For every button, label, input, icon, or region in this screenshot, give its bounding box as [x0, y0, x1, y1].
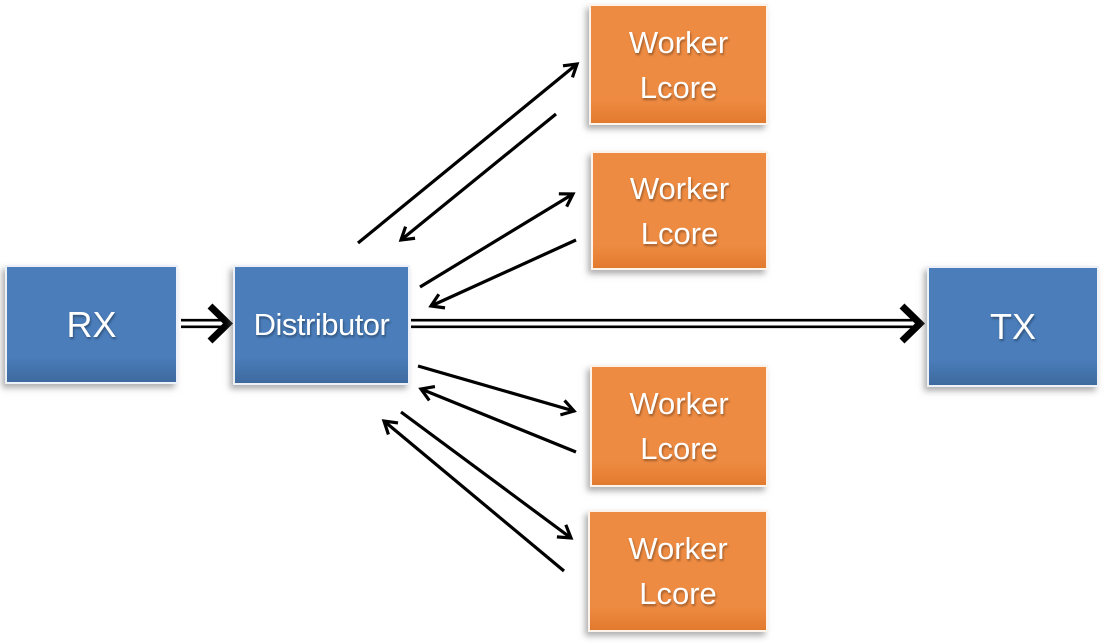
node-tx-label: TX — [989, 305, 1036, 347]
arrow-worker-3-to-distributor — [418, 384, 577, 454]
arrow-rx-to-distributor — [181, 303, 234, 344]
node-rx-label: RX — [66, 303, 117, 345]
arrow-distributor-to-tx — [411, 303, 926, 344]
arrow-distributor-to-worker-3 — [417, 364, 577, 417]
arrow-worker-4-to-distributor — [381, 419, 566, 573]
node-worker-1: Worker Lcore — [589, 4, 768, 125]
node-distributor-label: Distributor — [253, 307, 390, 342]
node-distributor: Distributor — [233, 265, 410, 385]
arrow-distributor-to-worker-4 — [400, 410, 574, 540]
node-worker-3: Worker Lcore — [590, 365, 768, 487]
node-worker-3-label-line1: Worker — [629, 386, 729, 421]
node-worker-2-label-line2: Lcore — [640, 215, 719, 251]
node-worker-1-label-line1: Worker — [628, 24, 729, 60]
node-worker-4-label-line1: Worker — [628, 531, 728, 566]
node-worker-4-label-line2: Lcore — [639, 576, 717, 611]
arrow-worker-1-to-distributor — [398, 112, 558, 242]
arrow-distributor-to-worker-2 — [419, 192, 576, 289]
node-worker-4: Worker Lcore — [588, 510, 768, 632]
node-worker-2-label-line1: Worker — [629, 170, 730, 206]
node-worker-2: Worker Lcore — [591, 151, 768, 270]
arrow-worker-2-to-distributor — [428, 238, 577, 310]
arrow-distributor-to-worker-1 — [356, 62, 580, 245]
node-rx: RX — [5, 265, 178, 384]
node-worker-1-label-line2: Lcore — [639, 69, 718, 105]
node-worker-3-label-line2: Lcore — [640, 431, 718, 466]
node-tx: TX — [927, 266, 1099, 387]
